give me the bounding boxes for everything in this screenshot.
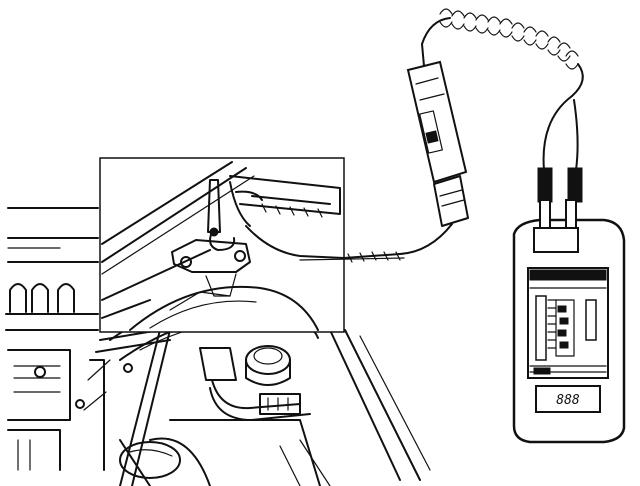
multimeter: 888 — [512, 199, 626, 444]
pickup-probe — [299, 43, 469, 263]
coiled-cord — [421, 8, 584, 203]
sensor-detail-inset — [99, 157, 345, 333]
meter-display-readout: 888 — [556, 393, 580, 408]
